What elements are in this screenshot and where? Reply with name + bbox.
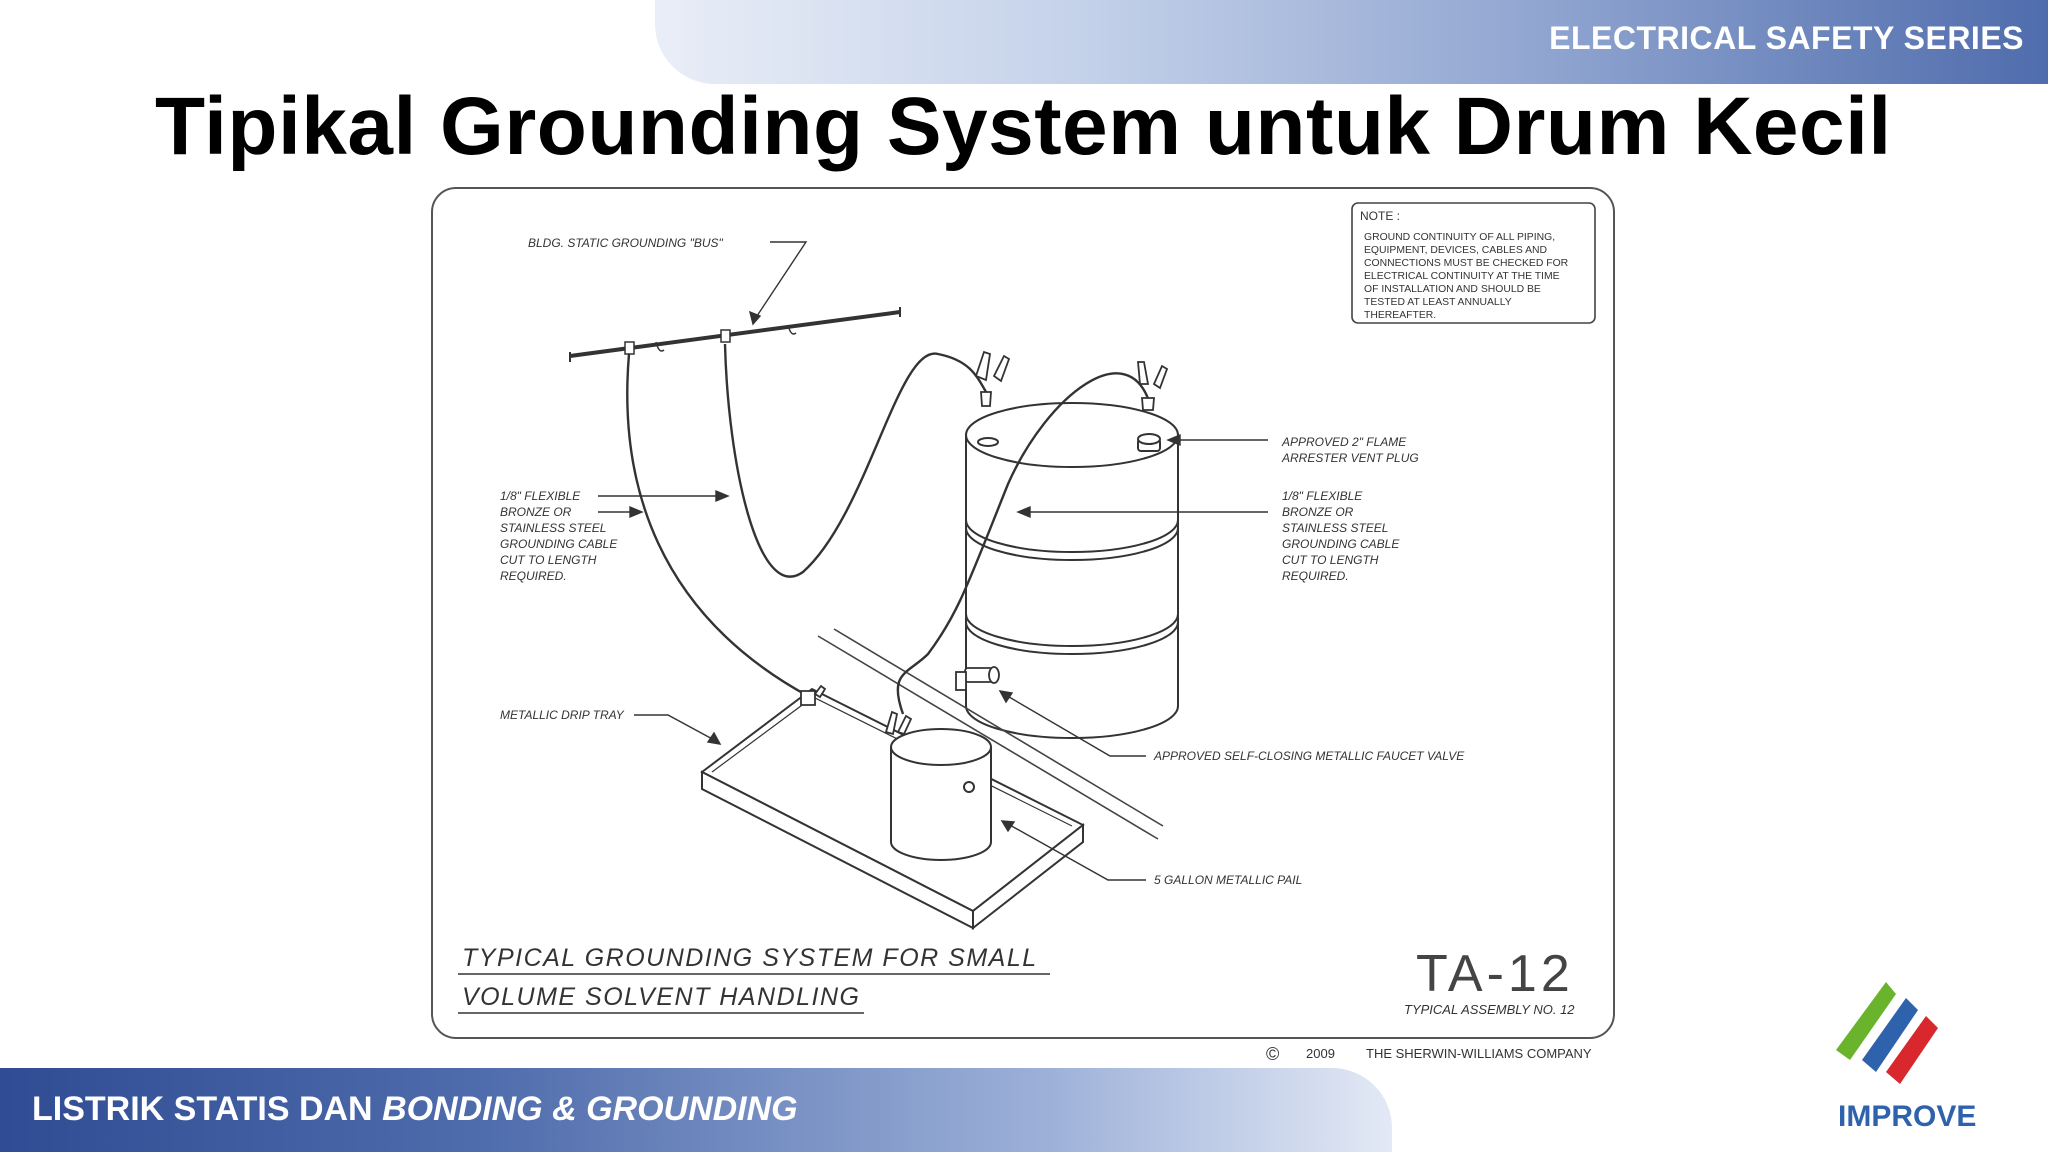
label-line: APPROVED 2" FLAME [1281,435,1407,449]
logo-green-stripe [1836,982,1896,1060]
label-faucet: APPROVED SELF-CLOSING METALLIC FAUCET VA… [1153,749,1465,763]
footer-band: LISTRIK STATIS DAN BONDING & GROUNDING [0,1068,1392,1152]
note-line: CONNECTIONS MUST BE CHECKED FOR [1364,258,1569,269]
note-line: OF INSTALLATION AND SHOULD BE [1364,284,1541,295]
drawing-code: TA-12 [1416,945,1574,1003]
floor-lines [817,628,1164,840]
leader-vent [1166,433,1268,447]
drum [965,402,1179,739]
label-line: REQUIRED. [500,569,567,583]
leader-pail [1000,820,1146,881]
note-title: NOTE : [1360,209,1400,223]
label-line: ARRESTER VENT PLUG [1281,451,1419,465]
footer-text: LISTRIK STATIS DAN BONDING & GROUNDING [32,1090,798,1129]
page-title: Tipikal Grounding System untuk Drum Keci… [155,81,1892,172]
label-line: GROUNDING CABLE [500,537,618,551]
label-line: STAINLESS STEEL [1282,521,1388,535]
note-box [1351,202,1596,324]
footer-text-regular: LISTRIK STATIS DAN [32,1090,383,1128]
note-text: GROUND CONTINUITY OF ALL PIPING, EQUIPME… [1364,232,1569,321]
logo-red-stripe [1886,1016,1938,1084]
logo-text-im: IM [1838,1100,1872,1133]
grounding-cables [626,343,1152,715]
label-line: GROUNDING CABLE [1282,537,1400,551]
leader-bus [748,241,808,326]
drawing-code-sub: TYPICAL ASSEMBLY NO. 12 [1404,1002,1575,1017]
cable-clamps [800,350,1169,736]
footer-text-italic: BONDING & GROUNDING [382,1090,798,1128]
logo-blue-stripe [1862,998,1918,1072]
improve-logo [1836,982,1938,1084]
leader-faucet [998,690,1146,757]
label-bus: BLDG. STATIC GROUNDING "BUS" [528,236,724,250]
label-tray: METALLIC DRIP TRAY [500,708,625,722]
leader-cable-left [598,489,730,519]
note-line: EQUIPMENT, DEVICES, CABLES AND [1364,245,1547,256]
grounding-diagram: NOTE : GROUND CONTINUITY OF ALL PIPING, … [431,187,1615,1064]
label-pail: 5 GALLON METALLIC PAIL [1154,873,1302,887]
copyright-company: THE SHERWIN-WILLIAMS COMPANY [1366,1046,1592,1061]
note-line: ELECTRICAL CONTINUITY AT THE TIME [1364,271,1560,282]
logo-wordmark: IMPROVE [1838,1100,1976,1134]
copyright-symbol: © [1266,1044,1279,1064]
leader-cable-right [1016,505,1268,519]
caption-line-1: TYPICAL GROUNDING SYSTEM FOR SMALL [462,944,1038,972]
label-line: BRONZE OR [1282,505,1354,519]
label-line: CUT TO LENGTH [500,553,597,567]
label-line: 1/8" FLEXIBLE [500,489,581,503]
label-cable-left: 1/8" FLEXIBLE BRONZE OR STAINLESS STEEL … [500,489,618,583]
caption-line-2: VOLUME SOLVENT HANDLING [462,983,860,1011]
pail [890,728,992,861]
leader-tray [634,714,722,745]
faucet-valve [955,666,1000,691]
note-line: TESTED AT LEAST ANNUALLY [1364,297,1512,308]
label-line: REQUIRED. [1282,569,1349,583]
label-line: BRONZE OR [500,505,572,519]
label-vent: APPROVED 2" FLAME ARRESTER VENT PLUG [1281,435,1419,465]
note-line: THEREAFTER. [1364,310,1436,321]
label-line: STAINLESS STEEL [500,521,606,535]
logo-text-prove: PROVE [1871,1100,1977,1133]
header-band: ELECTRICAL SAFETY SERIES [655,0,2048,84]
note-line: GROUND CONTINUITY OF ALL PIPING, [1364,232,1555,243]
label-line: CUT TO LENGTH [1282,553,1379,567]
label-line: 1/8" FLEXIBLE [1282,489,1363,503]
series-label: ELECTRICAL SAFETY SERIES [1549,20,2024,56]
label-cable-right: 1/8" FLEXIBLE BRONZE OR STAINLESS STEEL … [1282,489,1400,583]
copyright-year: 2009 [1306,1046,1335,1061]
grounding-bus [569,307,901,362]
